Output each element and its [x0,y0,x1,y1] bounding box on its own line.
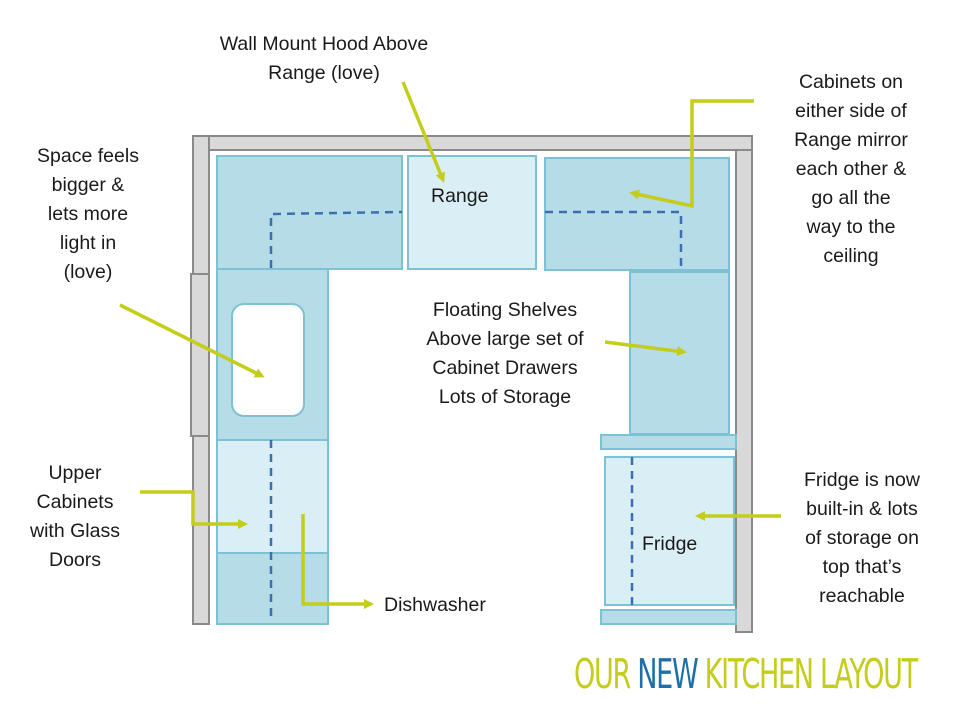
upper-glass-arrow [140,490,248,529]
title-new: New [637,650,698,698]
top-right-dash [545,210,683,270]
range-block [407,155,537,270]
arrows [119,81,781,609]
top-left-dash [269,210,403,268]
left-wall-window [190,273,210,437]
cabinets-mirror-arrow [629,99,754,209]
fridge-bottom-strip [600,609,737,625]
left-wall-upper [192,135,210,275]
upper-glass-annotation: Upper Cabinets with Glass Doors [30,462,120,571]
window-arrow [119,303,265,378]
cabinets-mirror-annotation: Cabinets on either side of Range mirror … [794,71,908,267]
left-glass-upper-cabinet [216,439,329,554]
window-annotation: Space feels bigger & lets more light in … [37,145,139,283]
title-kitchen-layout: Kitchen Layout [704,650,918,698]
top-wall [192,135,753,151]
right-wall [735,149,753,633]
dishwasher-arrow [301,514,374,609]
fridge-label: Fridge [642,533,698,555]
fridge-top-strip [600,434,737,450]
title-our: Our [574,650,631,698]
fridge-annotation: Fridge is now built-in & lots of storage… [804,469,920,607]
shelves-arrow [604,340,687,357]
top-right-cabinet [544,157,730,271]
page-title: Our New Kitchen Layout [574,650,918,698]
walls [190,135,753,633]
dashed-guides [269,210,683,622]
range-label: Range [431,185,489,207]
left-wall-lower [192,435,210,625]
shelves-annotation: Floating Shelves Above large set of Cabi… [426,299,584,408]
window-opening [231,303,305,417]
hood-annotation: Wall Mount Hood Above Range (love) [219,33,429,84]
dishwasher-annotation: Dishwasher [384,594,486,616]
hood-arrow [401,81,445,183]
fridge-block [604,456,735,606]
left-bottom-cabinet [216,552,329,625]
